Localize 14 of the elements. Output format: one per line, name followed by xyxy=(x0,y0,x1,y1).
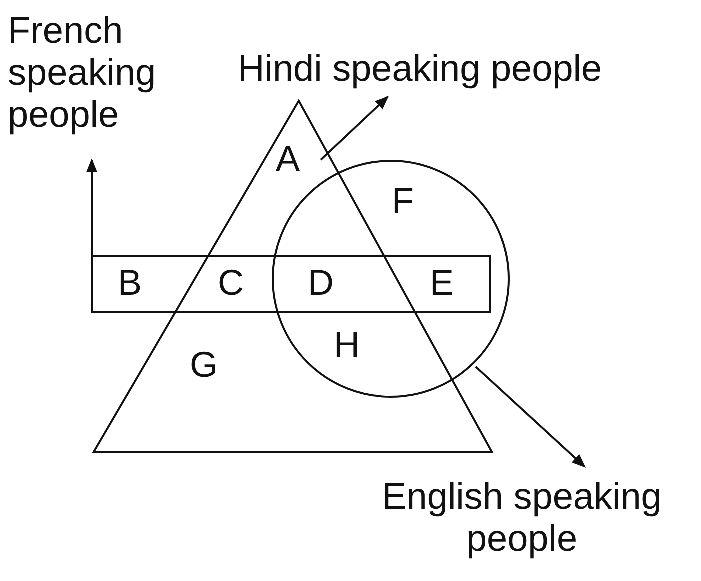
region-letter: B xyxy=(118,264,142,302)
region-letter: A xyxy=(276,140,300,178)
region-letter: G xyxy=(190,346,218,384)
leader-arrow xyxy=(320,96,390,161)
set-label: Hindi speaking people xyxy=(238,48,604,90)
set-label: French speaking people xyxy=(8,10,158,136)
set-label: English speaking people xyxy=(381,476,663,560)
region-letter: F xyxy=(392,182,414,220)
region-letter: H xyxy=(334,326,360,364)
region-letter: C xyxy=(218,264,244,302)
region-letter: E xyxy=(430,264,454,302)
leader-arrow xyxy=(475,366,586,468)
leader-arrow xyxy=(86,158,98,255)
region-letter: D xyxy=(308,264,334,302)
